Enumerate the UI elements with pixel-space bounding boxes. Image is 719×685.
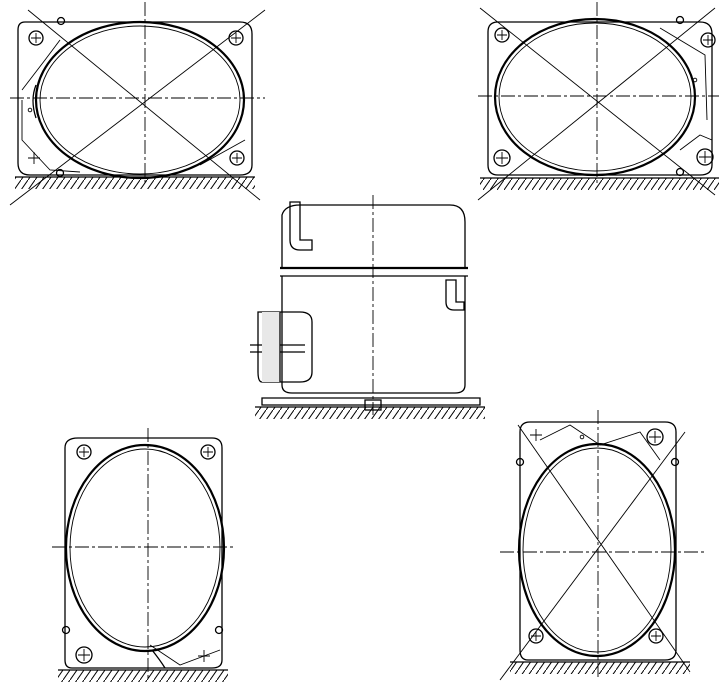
mounting-holes (61, 444, 224, 669)
centerlines (9, 2, 266, 206)
compressor-outline (64, 443, 226, 653)
ground-hatch (480, 177, 719, 190)
view-bottom-left (52, 428, 235, 682)
centerlines (52, 428, 235, 680)
view-top-right (477, 2, 719, 201)
terminal-box (250, 311, 313, 383)
centerlines (477, 2, 719, 201)
ground-hatch (58, 669, 228, 682)
discharge-tube (289, 201, 313, 251)
compressor-outline (493, 17, 697, 177)
ground-hatch (15, 176, 255, 189)
mounting-plate (64, 437, 223, 669)
ground-hatch (510, 661, 690, 674)
compressor-body (280, 204, 468, 394)
ground-hatch (255, 406, 485, 419)
view-center-elevation (250, 195, 485, 419)
mounting-plate (17, 21, 253, 176)
view-bottom-right (499, 410, 705, 681)
view-top-left (9, 2, 266, 206)
mounting-holes (515, 428, 680, 644)
mounting-holes (493, 15, 716, 177)
suction-tube (445, 279, 465, 311)
compressor-outline (517, 442, 677, 658)
mounting-holes (28, 16, 245, 178)
